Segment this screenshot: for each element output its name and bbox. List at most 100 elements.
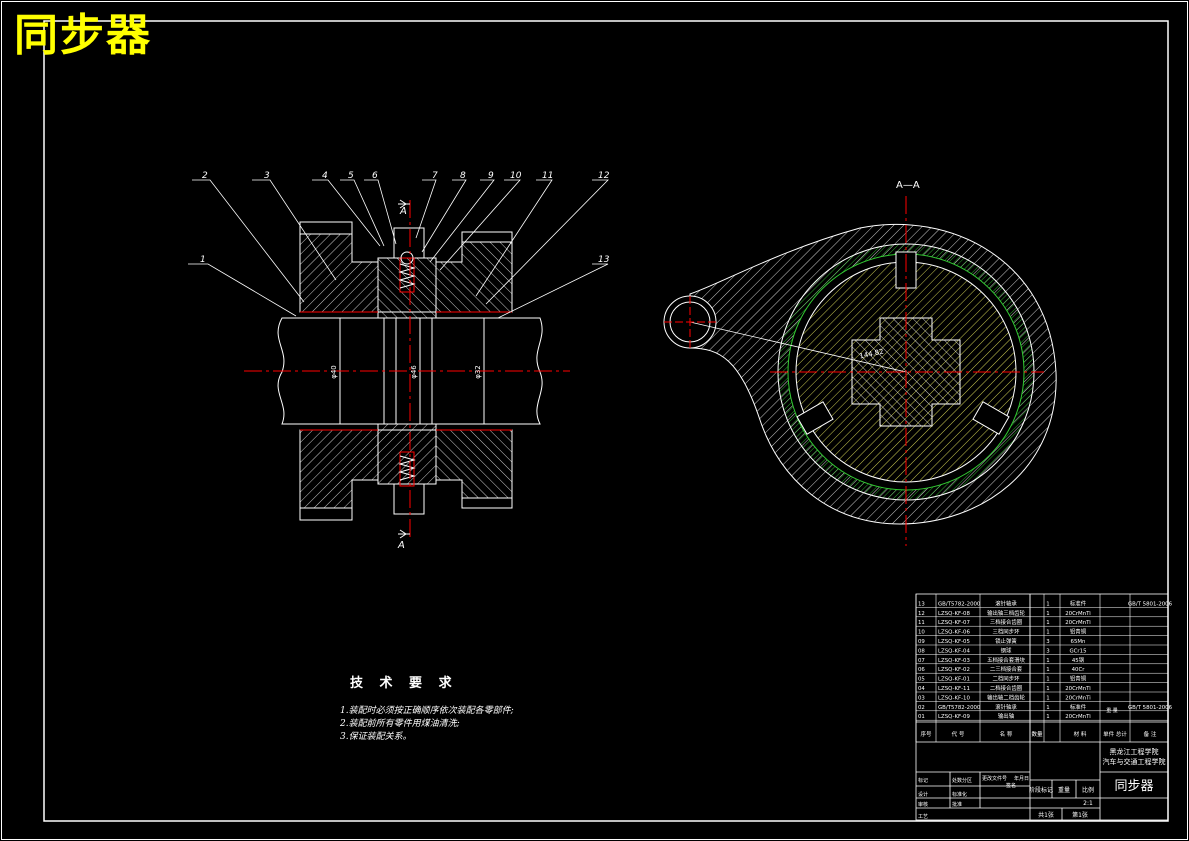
sheet-no: 第1张 <box>1072 811 1088 819</box>
bom-name-13: 滚针轴承 <box>995 599 1017 607</box>
bom-no-02: 02 <box>918 705 925 711</box>
bom-name-12: 输出轴三档齿轮 <box>987 609 1025 617</box>
bom-header-1: 代 号 <box>952 730 965 738</box>
balloon-10: 10 <box>510 171 522 181</box>
balloon-9: 9 <box>488 171 494 181</box>
bom-header-6: 备 注 <box>1144 730 1157 738</box>
bom-no-13: 13 <box>918 601 925 607</box>
bom-no-08: 08 <box>918 648 925 654</box>
bom-qty-04: 1 <box>1046 686 1049 692</box>
bom-name-02: 滚针轴承 <box>995 703 1017 711</box>
bom-code-01: LZSQ-KF-09 <box>938 714 970 720</box>
bom-name-01: 输出轴 <box>998 712 1014 720</box>
bom-material-03: 20CrMnTi <box>1065 695 1091 701</box>
right-gear-body-lower <box>435 429 513 509</box>
balloon-13: 13 <box>598 255 610 265</box>
bom-name-10: 三档同步环 <box>993 628 1021 636</box>
bom-no-05: 05 <box>918 677 925 683</box>
bom-code-12: LZSQ-KF-08 <box>938 611 970 617</box>
dim-text-0: φ40 <box>330 365 338 379</box>
bom-name-09: 锁止弹簧 <box>995 637 1017 645</box>
shaft <box>277 317 543 425</box>
bom-header-5: 单件 总计 <box>1103 730 1127 738</box>
bom-qty-03: 1 <box>1046 695 1049 701</box>
label-approve: 批准 <box>952 801 962 808</box>
dim-text-2: φ32 <box>474 365 482 379</box>
label-scale: 比例 <box>1082 786 1094 794</box>
section-a-a <box>663 224 1057 525</box>
hub-lower <box>377 423 437 485</box>
bom-no-01: 01 <box>918 714 925 720</box>
label-sign: 签名 <box>1006 782 1016 789</box>
bom-qty-07: 1 <box>1046 658 1049 664</box>
bom-material-01: 20CrMnTi <box>1065 714 1091 720</box>
bom-name-04: 二档接合齿圈 <box>990 684 1022 692</box>
bom-material-12: 20CrMnTi <box>1065 611 1091 617</box>
balloon-8: 8 <box>460 171 466 181</box>
bom-material-11: 20CrMnTi <box>1065 620 1091 626</box>
bom-header-2: 名 称 <box>1000 730 1013 738</box>
balloon-5: 5 <box>348 171 354 181</box>
bom-note-02: GB/T 5801-2006 <box>1128 705 1173 711</box>
hub-upper <box>377 257 437 319</box>
bom-qty-09: 3 <box>1046 639 1049 645</box>
label-count: 处数 <box>952 777 962 784</box>
bom-code-10: LZSQ-KF-06 <box>938 630 970 636</box>
bom-material-08: GCr15 <box>1069 648 1086 654</box>
bom-material-09: 65Mn <box>1071 639 1086 645</box>
bom-note-13: GB/T 5801-2006 <box>1128 601 1173 607</box>
bom-no-07: 07 <box>918 658 925 664</box>
bom-code-05: LZSQ-KF-01 <box>938 677 970 683</box>
inner-frame <box>43 20 1169 822</box>
tech-item-1: 1.装配时必须按正确顺序依次装配各零部件; <box>340 706 514 716</box>
bom-code-07: LZSQ-KF-03 <box>938 658 970 664</box>
bom-no-03: 03 <box>918 695 925 701</box>
bom-code-08: LZSQ-KF-04 <box>938 648 970 654</box>
bom-code-09: LZSQ-KF-05 <box>938 639 970 645</box>
bom-name-05: 二档同步环 <box>993 675 1021 683</box>
bom-code-03: LZSQ-KF-10 <box>938 695 970 701</box>
label-change-doc: 更改文件号 <box>982 775 1007 782</box>
label-check: 审核 <box>918 801 928 808</box>
right-gear-body <box>435 231 513 313</box>
bom-material-02: 标准件 <box>1070 703 1087 711</box>
school-name-2: 汽车与交通工程学院 <box>1103 757 1166 766</box>
bom-code-04: LZSQ-KF-11 <box>938 686 970 692</box>
balloon-1: 1 <box>200 255 206 265</box>
balloon-11: 11 <box>542 171 553 181</box>
cut-mark-top: A <box>399 206 407 217</box>
bom-material-10: 铝青铜 <box>1070 628 1087 636</box>
sleeve-top <box>393 227 425 259</box>
bom-qty-05: 1 <box>1046 677 1049 683</box>
bom-no-10: 10 <box>918 630 925 636</box>
balloon-3: 3 <box>264 171 270 181</box>
label-date: 年月日 <box>1014 775 1029 782</box>
section-title: A—A <box>896 180 920 191</box>
balloon-2: 2 <box>202 171 208 181</box>
bom-no-06: 06 <box>918 667 925 673</box>
bom-qty-11: 1 <box>1046 620 1049 626</box>
weight-header: 重 量 <box>1106 707 1118 714</box>
bom-qty-06: 1 <box>1046 667 1049 673</box>
label-mark: 标记 <box>918 777 928 784</box>
label-weight: 重量 <box>1058 786 1070 794</box>
bom-material-13: 标准件 <box>1070 599 1087 607</box>
bom-header-3: 数量 <box>1031 730 1043 738</box>
bom-qty-08: 3 <box>1046 648 1049 654</box>
bom-qty-12: 1 <box>1046 611 1049 617</box>
tech-heading: 技 术 要 求 <box>350 676 458 691</box>
bom-name-03: 输出轴二档齿轮 <box>987 693 1025 701</box>
bom-code-11: LZSQ-KF-07 <box>938 620 970 626</box>
bom-no-12: 12 <box>918 611 925 617</box>
sleeve-bottom <box>393 483 425 515</box>
longitudinal-section <box>277 221 543 521</box>
bom-header-4: 材 料 <box>1074 730 1087 738</box>
balloon-7: 7 <box>432 171 438 181</box>
label-zone: 分区 <box>962 777 972 784</box>
bom-qty-01: 1 <box>1046 714 1049 720</box>
leader-lines <box>188 179 609 319</box>
bom-name-08: 钢球 <box>1001 646 1012 654</box>
tech-item-2: 2.装配前所有零件用煤油清洗; <box>340 719 460 729</box>
